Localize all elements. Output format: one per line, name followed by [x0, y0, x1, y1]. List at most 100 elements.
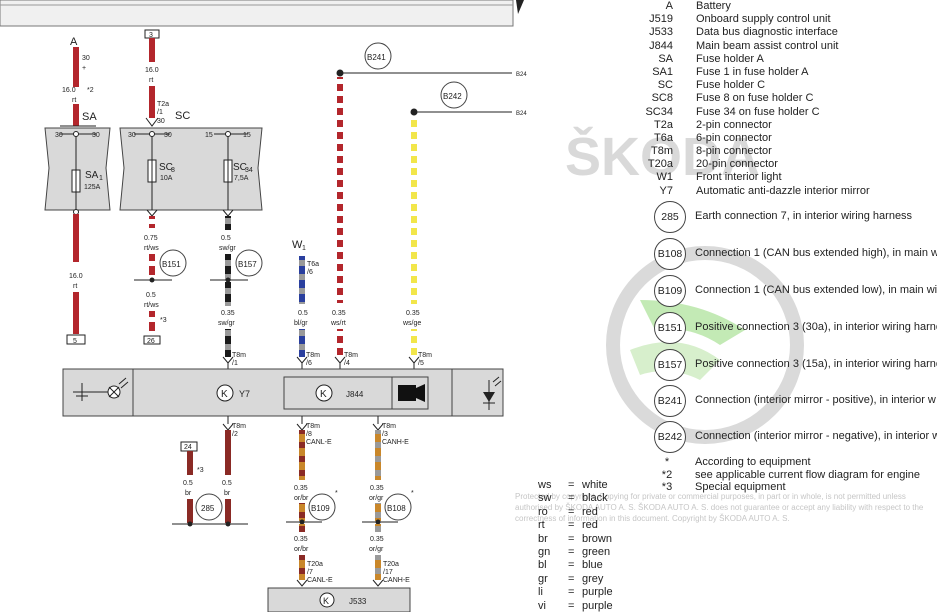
wire-sa-output [73, 214, 79, 262]
page-corner-mark [516, 0, 524, 14]
pin-number: /8 [306, 431, 312, 438]
photodiode-symbol [483, 376, 502, 410]
wire-sc-size: 16.0 [145, 67, 159, 74]
color-abbrev: gr [538, 572, 548, 585]
sc-pin-15a: 15 [205, 132, 213, 139]
legend-code: T6a [654, 131, 673, 144]
color-row: gn=green [538, 546, 628, 559]
terminal-5-label: 5 [73, 338, 77, 345]
connection-b241 [364, 42, 392, 70]
color-row: bl=blue [538, 559, 628, 572]
w1-sub: 1 [302, 245, 306, 252]
module-j844 [283, 376, 429, 410]
pin-signal: CANH-E [382, 439, 409, 446]
connection-b241-label: B241 [367, 53, 386, 62]
w1-label: W [292, 239, 303, 251]
legend-code: T20a [647, 158, 673, 171]
note-code: *3 [661, 481, 673, 493]
legend-code: W1 [656, 171, 674, 184]
connection-desc: Connection 1 (CAN bus extended low), in … [695, 284, 937, 296]
legend-desc: Fuse holder C [696, 79, 766, 92]
legend-code: J844 [649, 39, 673, 52]
connection-b151-label: B151 [162, 260, 181, 269]
color-abbrev: ro [538, 505, 548, 518]
connection-b157 [235, 249, 263, 277]
w-orgr2-color: or/gr [369, 546, 384, 553]
w-orbr2-color: or/br [294, 546, 309, 553]
t20a-right-label: T20a [383, 561, 399, 568]
color-equals: = [568, 586, 575, 599]
connection-desc: Connection (interior mirror - negative),… [695, 430, 937, 442]
sc-pin-30-top: 30 [157, 118, 165, 125]
legend-row: Y7 Automatic anti-dazzle interior mirror [628, 185, 937, 198]
pin-number: /3 [382, 431, 388, 438]
terminal-5 [66, 334, 86, 345]
copyright-notice: Protected by copyright. Copying for priv… [515, 492, 924, 523]
w035b-size: 0.35 [332, 310, 346, 317]
note-desc: According to equipment [695, 456, 811, 468]
j533-label: J533 [349, 597, 367, 606]
connection-code: 285 [654, 201, 686, 233]
fuse-holder-sa-box [44, 127, 111, 211]
w-br1-note: *3 [197, 467, 204, 474]
legend-desc: Fuse 34 on fuse holder C [696, 105, 820, 118]
sc-pin-mid: 30 [164, 132, 172, 139]
legend-code: SC8 [651, 92, 673, 105]
color-name: purple [582, 586, 613, 599]
wire-battery [73, 47, 79, 87]
sc-pin-15b: 15 [243, 132, 251, 139]
y7-k-icon [216, 384, 234, 402]
w05b-color: sw/gr [219, 245, 236, 252]
connection-code: B241 [654, 385, 686, 417]
note-code: * [664, 456, 670, 468]
color-abbrev: br [538, 532, 548, 545]
legend-code: T2a [654, 118, 673, 131]
fuse-sc8-sub: 8 [171, 167, 175, 174]
connection-b151 [159, 249, 187, 277]
w035a-color: sw/gr [218, 320, 235, 327]
connection-desc: Positive connection 3 (30a), in interior… [695, 321, 937, 333]
color-abbrev: ws [538, 479, 552, 491]
j844-k-symbol: K [320, 389, 327, 400]
earth-285 [195, 493, 223, 521]
w-orbr2-size: 0.35 [294, 536, 308, 543]
color-row: rt=red [538, 519, 628, 532]
w-br2-color: br [224, 490, 231, 497]
connection-code: B108 [654, 238, 686, 270]
module-y7-mirror [62, 368, 504, 417]
wire-a-note: *2 [87, 87, 94, 94]
connection-b242 [440, 81, 468, 109]
wire-b242 [411, 116, 417, 304]
j844-label: J844 [346, 390, 364, 399]
fuse-sa1-name: SA [85, 170, 99, 181]
legend-desc: Automatic anti-dazzle interior mirror [696, 184, 870, 197]
fuse-sc8-amp: 10A [160, 175, 173, 182]
terminal-26 [143, 335, 161, 345]
color-row: ws=white [538, 479, 628, 492]
w035b-color: ws/rt [330, 320, 346, 327]
connection-code: B109 [654, 275, 686, 307]
y7-k-symbol: K [221, 389, 228, 400]
legend-row: T2a 2-pin connector [628, 119, 937, 132]
fuse-holder-sc-label: SC [175, 110, 190, 122]
note-desc: Special equipment [695, 481, 786, 493]
color-row: ro=red [538, 506, 628, 519]
t2a-pin: /1 [157, 109, 163, 116]
legend-desc: 2-pin connector [696, 118, 772, 131]
t20a-left-pin: /7 [307, 569, 313, 576]
wire-bottom-color: rt [73, 283, 77, 290]
legend-code: T8m [651, 145, 673, 158]
legend-code: Y7 [659, 184, 673, 197]
pin-number: /2 [232, 431, 238, 438]
